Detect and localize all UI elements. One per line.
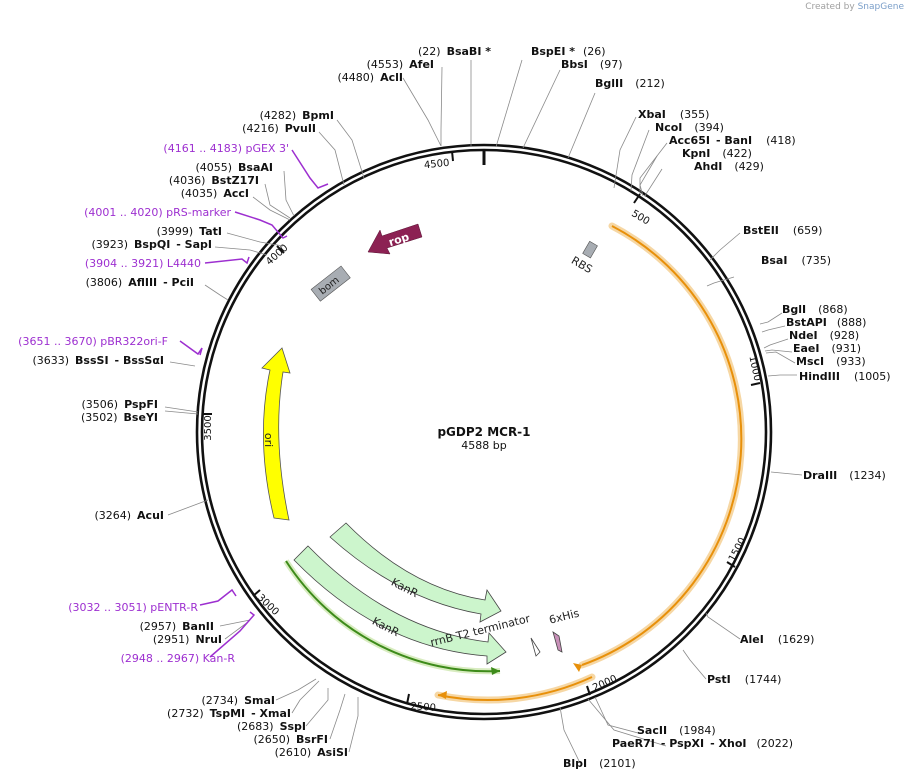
enzyme-label-sspi: (2683)SspI [237, 720, 306, 733]
enzyme-label-bstz17i: (4036)BstZ17I [169, 174, 259, 187]
enzyme-label-paer7i: PaeR7I- PspXI- XhoI(2022) [612, 737, 793, 750]
enzyme-label-sacii: SacII(1984) [637, 724, 716, 737]
enzyme-label-bspqi: (3923)BspQI- SapI [91, 238, 212, 251]
enzyme-label-ndei: NdeI(928) [789, 329, 859, 342]
enzyme-label-smai: (2734)SmaI [202, 694, 275, 707]
enzyme-label-bsssi: (3633)BssSI- BssSαI [32, 354, 164, 367]
enzyme-label-tati: (3999)TatI [157, 225, 222, 238]
tick-label-1000: 1000 [746, 355, 762, 382]
enzyme-label-acci: (4035)AccI [181, 187, 249, 200]
bom-feature: bom [310, 265, 351, 302]
enzyme-label-blpi: BlpI(2101) [563, 757, 636, 770]
enzyme-label-banii: (2957)BanII [140, 620, 214, 633]
primer-label-l4440: (3904 .. 3921) L4440 [85, 257, 201, 270]
enzyme-label-acc65i: Acc65I- BanI(418) [669, 134, 796, 147]
his-tag-feature: 6xHis [548, 607, 581, 653]
kanr-feature-bottom: KanR [293, 545, 507, 665]
tick-label-3500: 3500 [203, 415, 214, 440]
enzyme-label-pvuii: (4216)PvuII [242, 122, 316, 135]
enzyme-label-psti: PstI(1744) [707, 673, 781, 686]
enzyme-label-xbai: XbaI(355) [638, 108, 709, 121]
primer-label-prsmarker: (4001 .. 4020) pRS-marker [84, 206, 231, 219]
enzyme-label-ncoi: NcoI(394) [655, 121, 724, 134]
primer-label-pgex3: (4161 .. 4183) pGEX 3' [163, 142, 289, 155]
plasmid-name: pGDP2 MCR-1 [437, 425, 530, 439]
primer-label-pbr322: (3651 .. 3670) pBR322ori-F [18, 335, 168, 348]
enzyme-label-acui: (3264)AcuI [94, 509, 164, 522]
credit-prefix: Created by [805, 2, 855, 12]
enzyme-label-ahdi: AhdI(429) [694, 160, 764, 173]
primer-label-kanr: (2948 .. 2967) Kan-R [121, 652, 236, 665]
enzyme-label-tspmi: (2732)TspMI- XmaI [167, 707, 291, 720]
enzyme-label-draiii: DraIII(1234) [803, 469, 886, 482]
ori-label: ori [262, 433, 275, 447]
enzyme-label-bglii: BglII(212) [595, 77, 665, 90]
tick-label-500: 500 [629, 208, 651, 227]
enzyme-leader-lines [164, 59, 803, 764]
enzyme-label-msci: MscI(933) [796, 355, 866, 368]
enzyme-label-pspfi: (3506)PspFI [82, 398, 158, 411]
primer-label-pentr: (3032 .. 3051) pENTR-R [68, 601, 198, 614]
primer-markers [179, 149, 329, 658]
enzyme-label-eaei: EaeI(931) [793, 342, 861, 355]
enzyme-label-alei: AleI(1629) [740, 633, 814, 646]
enzyme-label-bsaai: (4055)BsaAI [195, 161, 273, 174]
rbs-feature: RBS [569, 240, 598, 276]
his-label: 6xHis [548, 607, 581, 627]
enzyme-label-bsabi: (22)BsaBI * [418, 45, 491, 58]
enzyme-label-afei: (4553)AfeI [367, 58, 434, 71]
tick-label-2500: 2500 [410, 701, 436, 714]
ori-feature: ori [261, 347, 291, 521]
enzyme-label-nrui: (2951)NruI [153, 633, 222, 646]
enzyme-label-bsteii: BstEII(659) [743, 224, 822, 237]
enzyme-label-kpni: KpnI(422) [682, 147, 752, 160]
enzyme-label-bstapi: BstAPI(888) [786, 316, 866, 329]
enzyme-label-bbsi: BbsI(97) [561, 58, 623, 71]
plasmid-length: 4588 bp [461, 439, 506, 452]
enzyme-label-asisi: (2610)AsiSI [275, 746, 348, 759]
tick-label-4500: 4500 [424, 158, 450, 172]
orange-feature-arc [434, 222, 745, 704]
kanr-feature-top: KanR [329, 522, 502, 623]
rop-feature: rop [367, 223, 423, 255]
position-ticks [203, 150, 761, 705]
enzyme-label-bseyi: (3502)BseYI [81, 411, 158, 424]
enzyme-label-bgli: BglI(868) [782, 303, 848, 316]
enzyme-label-afliii: (3806)AflIII- PciI [86, 276, 194, 289]
enzyme-label-bspei: BspEI *(26) [531, 45, 606, 58]
enzyme-label-bpmi: (4282)BpmI [260, 109, 334, 122]
enzyme-label-bsai: BsaI(735) [761, 254, 831, 267]
credit: Created by SnapGene [805, 2, 904, 12]
rop-label: rop [387, 230, 411, 249]
enzyme-label-bsrfi: (2650)BsrFI [253, 733, 328, 746]
position-tick-labels: 500 1000 1500 2000 2500 3000 3500 4000 4… [203, 158, 762, 714]
green-feature-arc [283, 559, 501, 675]
snapgene-logo: SnapGene [857, 2, 904, 12]
enzyme-label-hindiii: HindIII(1005) [799, 370, 891, 383]
enzyme-label-acli: (4480)AclI [338, 71, 403, 84]
